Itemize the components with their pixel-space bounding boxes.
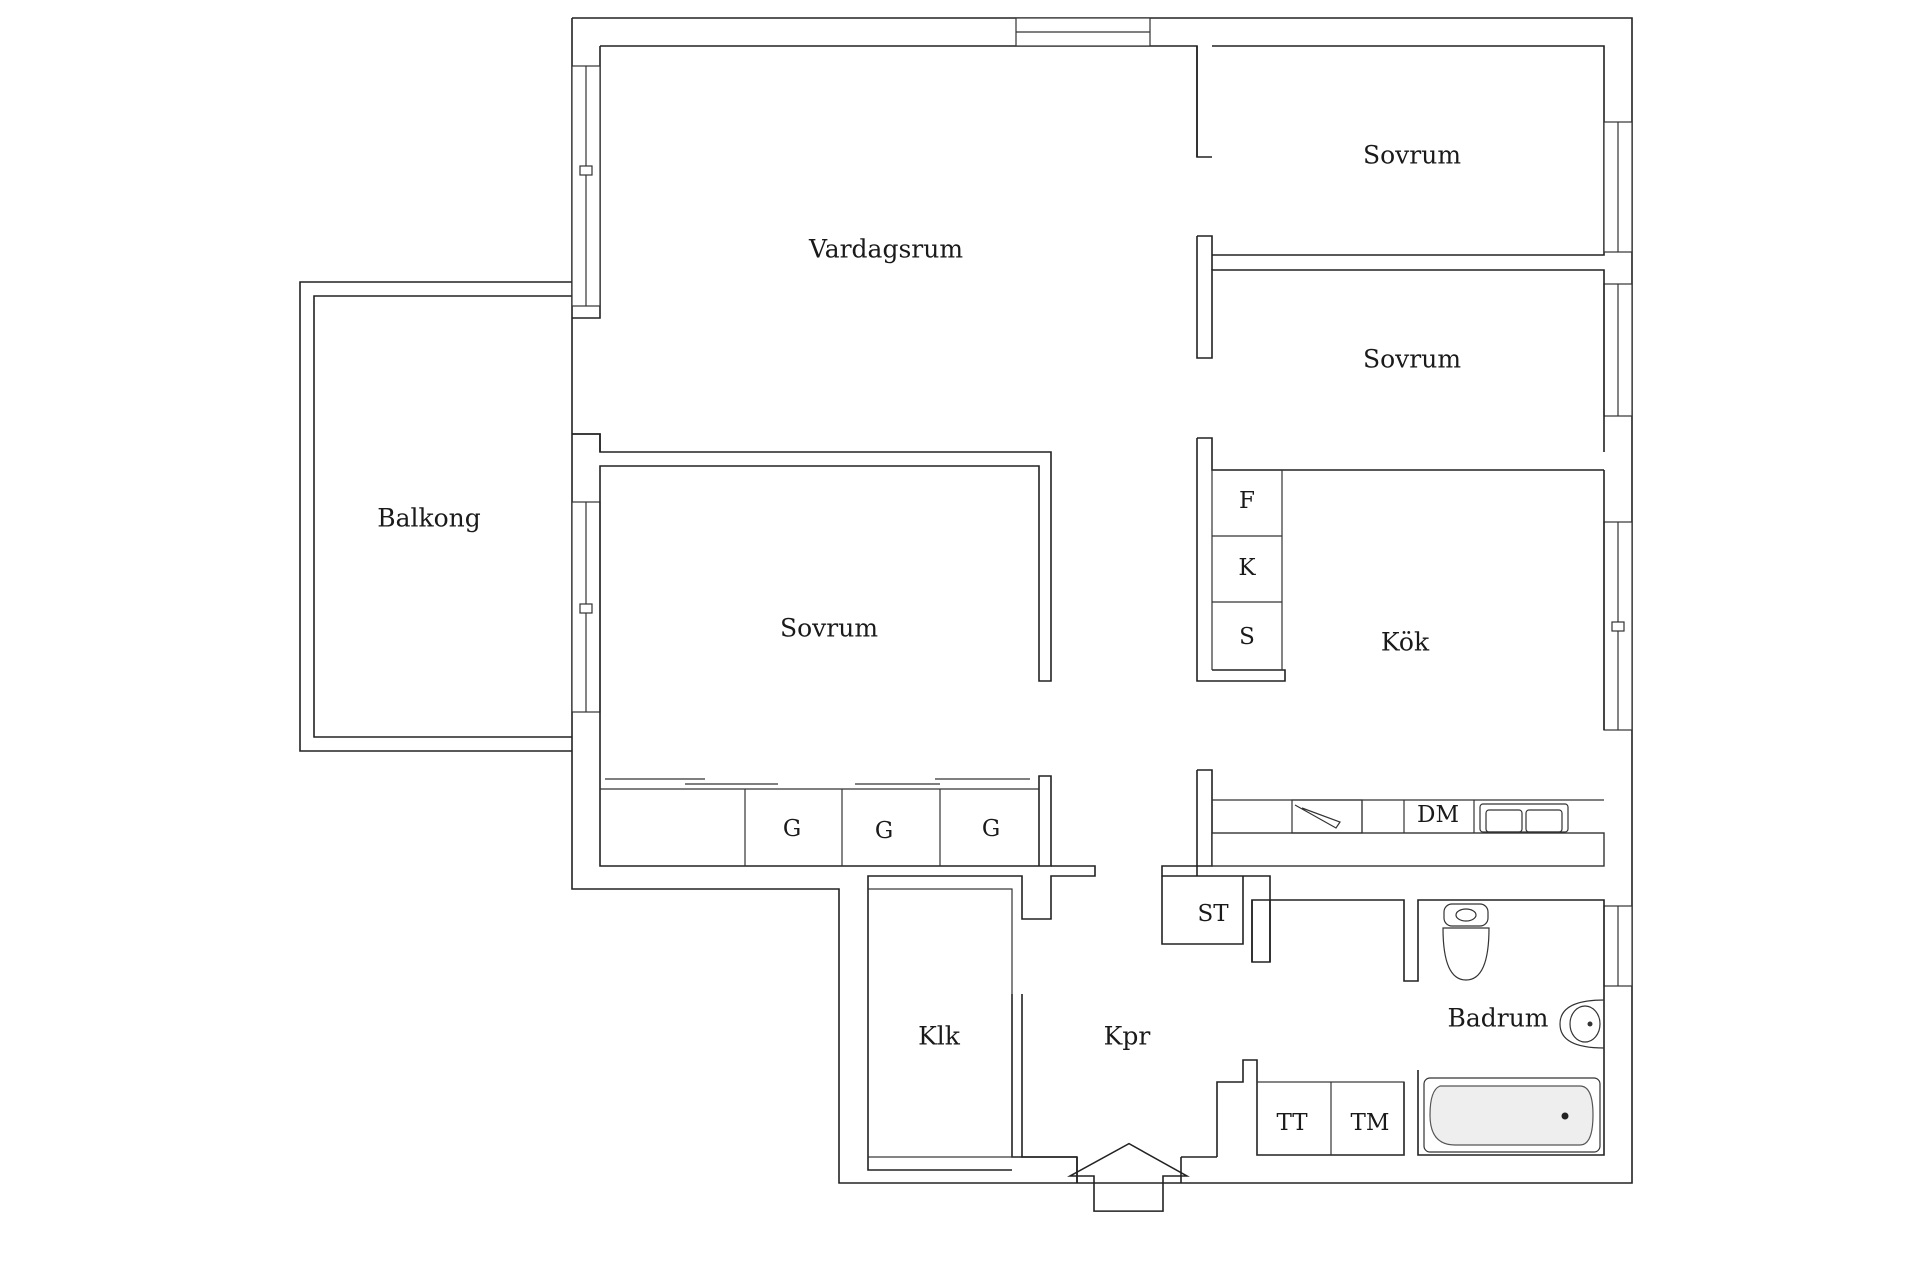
fixture-label-tm: TM: [1351, 1110, 1390, 1136]
room-label-balkong: Balkong: [377, 504, 481, 533]
room-label-sovrum-mid: Sovrum: [1363, 345, 1461, 374]
fixture-label-g3: G: [982, 816, 1000, 842]
fixture-label-st: ST: [1197, 901, 1229, 927]
bathtub-icon: [1423, 1077, 1601, 1153]
room-label-sovrum-left: Sovrum: [780, 614, 878, 643]
room-label-kpr: Kpr: [1104, 1022, 1151, 1051]
toilet-icon: [1442, 903, 1490, 981]
stove-icon: [1291, 799, 1363, 834]
fixture-label-g1: G: [783, 816, 801, 842]
room-label-sovrum-top: Sovrum: [1363, 141, 1461, 170]
room-label-klk: Klk: [918, 1022, 961, 1051]
fixture-label-s: S: [1239, 624, 1255, 650]
fixture-label-f: F: [1239, 488, 1255, 514]
fixture-labels: F K S G G G DM ST TT TM: [783, 488, 1459, 1136]
fixture-label-tt: TT: [1276, 1110, 1308, 1136]
sink-icon: [1559, 999, 1605, 1049]
kitchen-sink-icon: [1479, 803, 1569, 833]
fixture-label-dm: DM: [1417, 802, 1459, 828]
fixture-label-g2: G: [875, 818, 893, 844]
room-label-badrum: Badrum: [1447, 1004, 1548, 1033]
entrance-arrow-icon: [1067, 1142, 1190, 1212]
room-label-vardagsrum: Vardagsrum: [808, 235, 963, 264]
room-label-kok: Kök: [1381, 628, 1430, 657]
fixture-label-k: K: [1238, 555, 1256, 581]
interior-walls: [572, 46, 1605, 1183]
balcony: [299, 281, 572, 752]
room-labels: Vardagsrum Sovrum Sovrum Sovrum Balkong …: [377, 141, 1549, 1051]
